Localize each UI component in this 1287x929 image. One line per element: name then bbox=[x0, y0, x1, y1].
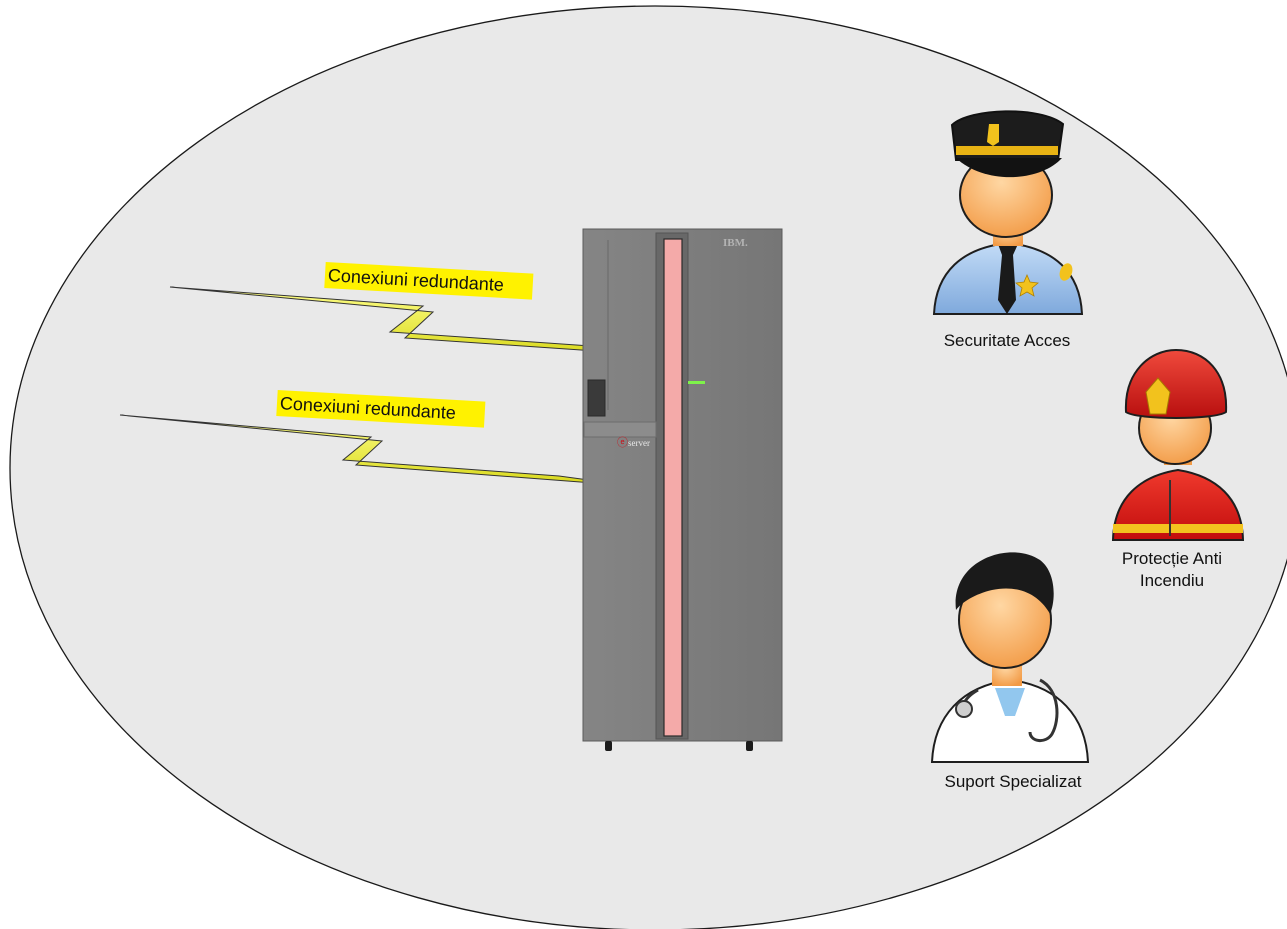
rack-foot bbox=[605, 741, 612, 751]
eserver-logo: ⓔserver bbox=[617, 436, 650, 449]
server-rack: ⓔserver IBM. bbox=[582, 228, 783, 751]
security-label: Securitate Acces bbox=[944, 331, 1071, 350]
link-label-highlight bbox=[276, 390, 486, 428]
fire-label-line2: Incendiu bbox=[1140, 571, 1204, 590]
fire-label-line1: Protecție Anti bbox=[1122, 549, 1222, 568]
support-label: Suport Specializat bbox=[944, 772, 1081, 791]
ibm-logo: IBM. bbox=[723, 237, 748, 249]
fire-coat bbox=[1111, 468, 1245, 541]
link-label-highlight bbox=[324, 262, 534, 300]
drive-slot bbox=[587, 379, 606, 417]
rack-foot bbox=[746, 741, 753, 751]
firefighter: Protecție Anti Incendiu bbox=[1111, 348, 1245, 590]
security-guard: Securitate Acces bbox=[932, 110, 1084, 350]
power-led bbox=[688, 381, 705, 384]
specialist-doctor: Suport Specializat bbox=[930, 552, 1090, 791]
status-strip bbox=[663, 238, 683, 737]
star-badge-icon bbox=[1015, 273, 1039, 297]
hair bbox=[955, 552, 1054, 614]
control-panel bbox=[583, 421, 657, 438]
redundant-link-1: Conexiuni redundante bbox=[169, 262, 684, 358]
tie-icon bbox=[998, 244, 1018, 314]
